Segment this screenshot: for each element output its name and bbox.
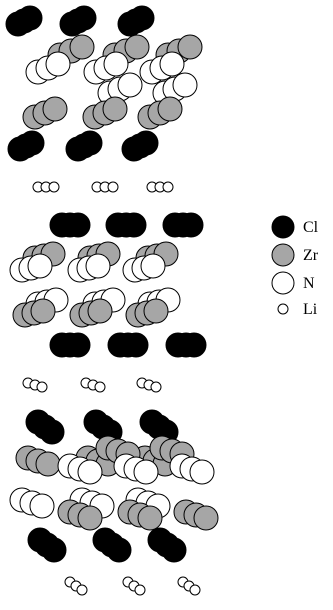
li-atom — [150, 381, 162, 393]
cl-atom — [77, 130, 103, 156]
n-atom — [27, 253, 53, 279]
legend-item-cl: Cl — [271, 215, 319, 239]
legend-label-n: N — [303, 275, 315, 292]
legend-item-zr: Zr — [271, 243, 319, 267]
cl-atom — [161, 537, 187, 563]
li-atom — [36, 381, 48, 393]
atom-layers — [5, 5, 219, 596]
n-atom — [85, 253, 111, 279]
n-atom — [77, 459, 103, 485]
cl-atom — [19, 130, 45, 156]
legend-item-li: Li — [277, 301, 318, 318]
zr-atom — [69, 34, 95, 60]
legend-label-zr: Zr — [303, 247, 319, 264]
zr-atom — [102, 96, 128, 122]
cl-atom — [106, 537, 132, 563]
cl-atom — [17, 5, 43, 31]
li-atom — [48, 181, 60, 193]
cl-atom — [39, 419, 65, 445]
n-atom — [172, 72, 198, 98]
li-atom — [94, 381, 106, 393]
legend-label-cl: Cl — [303, 219, 319, 236]
cl-atom — [123, 332, 149, 358]
cl-atom — [121, 212, 147, 238]
zr-atom — [42, 96, 68, 122]
zr-atom — [143, 298, 169, 324]
zr-atom — [137, 505, 163, 531]
n-atom — [45, 51, 71, 77]
li-atom — [107, 181, 119, 193]
cl-atom — [181, 332, 207, 358]
zr-atom — [87, 298, 113, 324]
n-atom — [103, 51, 129, 77]
cl-atom — [65, 332, 91, 358]
cl-atom — [133, 130, 159, 156]
n-atom — [29, 493, 55, 519]
zr-atom — [35, 451, 61, 477]
n-atom — [189, 459, 215, 485]
zr-atom — [77, 505, 103, 531]
li-atom — [162, 181, 174, 193]
li-atom — [76, 584, 88, 596]
n-atom — [133, 459, 159, 485]
zr-atom — [193, 505, 219, 531]
cl-atom — [178, 212, 204, 238]
n-atom — [117, 72, 143, 98]
legend-label-li: Li — [303, 301, 318, 318]
zr-atom — [157, 96, 183, 122]
n-swatch — [271, 271, 295, 295]
cl-atom — [41, 537, 67, 563]
cl-atom — [129, 5, 155, 31]
zr-atom — [30, 298, 56, 324]
li-atom — [189, 584, 201, 596]
cl-atom — [71, 5, 97, 31]
n-atom — [159, 51, 185, 77]
legend: Cl Zr N Li — [271, 215, 319, 318]
li-atom — [134, 584, 146, 596]
li-swatch — [277, 303, 289, 315]
cl-swatch — [271, 215, 295, 239]
cl-atom — [65, 212, 91, 238]
legend-item-n: N — [271, 271, 315, 295]
zr-swatch — [271, 243, 295, 267]
zr-atom — [177, 34, 203, 60]
n-atom — [140, 253, 166, 279]
zr-atom — [124, 34, 150, 60]
